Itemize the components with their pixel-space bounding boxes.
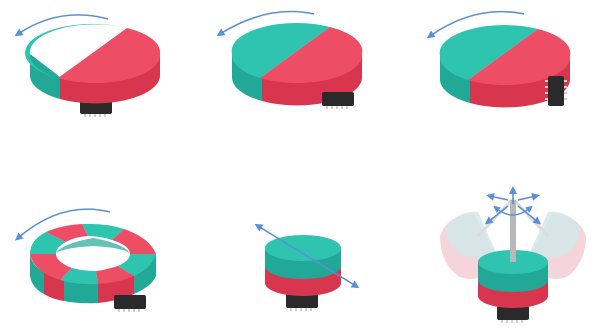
sensor-chip bbox=[497, 306, 529, 320]
figure-axial-disc-tilt bbox=[440, 190, 586, 323]
tilt-arrow-upright bbox=[518, 196, 536, 200]
sensor-chip bbox=[286, 294, 318, 308]
ghost-shaft-left bbox=[478, 200, 512, 236]
sensor-chip bbox=[322, 92, 354, 106]
chip-pins bbox=[84, 114, 106, 117]
tilt-arrow-upleft bbox=[490, 196, 508, 200]
sensor-chip bbox=[114, 295, 146, 309]
figure-multipole-ring bbox=[18, 209, 156, 312]
chip-pins bbox=[118, 309, 140, 312]
rotation-arrow bbox=[18, 15, 108, 34]
sensor-chip bbox=[548, 76, 564, 106]
ghost-shaft-right bbox=[514, 200, 548, 236]
figure-diametric-disc-chip-offset bbox=[220, 12, 362, 110]
figure-diametric-disc-chip-side bbox=[430, 12, 570, 108]
disc-top-teal bbox=[265, 235, 341, 261]
chip-pins bbox=[326, 106, 348, 109]
chip-pins bbox=[290, 308, 312, 311]
figure-axial-disc-linear bbox=[258, 226, 356, 311]
shaft bbox=[510, 200, 516, 262]
figure-diametric-disc-chip-below bbox=[18, 15, 160, 117]
chip-pins bbox=[501, 320, 523, 323]
disc-side-teal bbox=[30, 54, 60, 99]
